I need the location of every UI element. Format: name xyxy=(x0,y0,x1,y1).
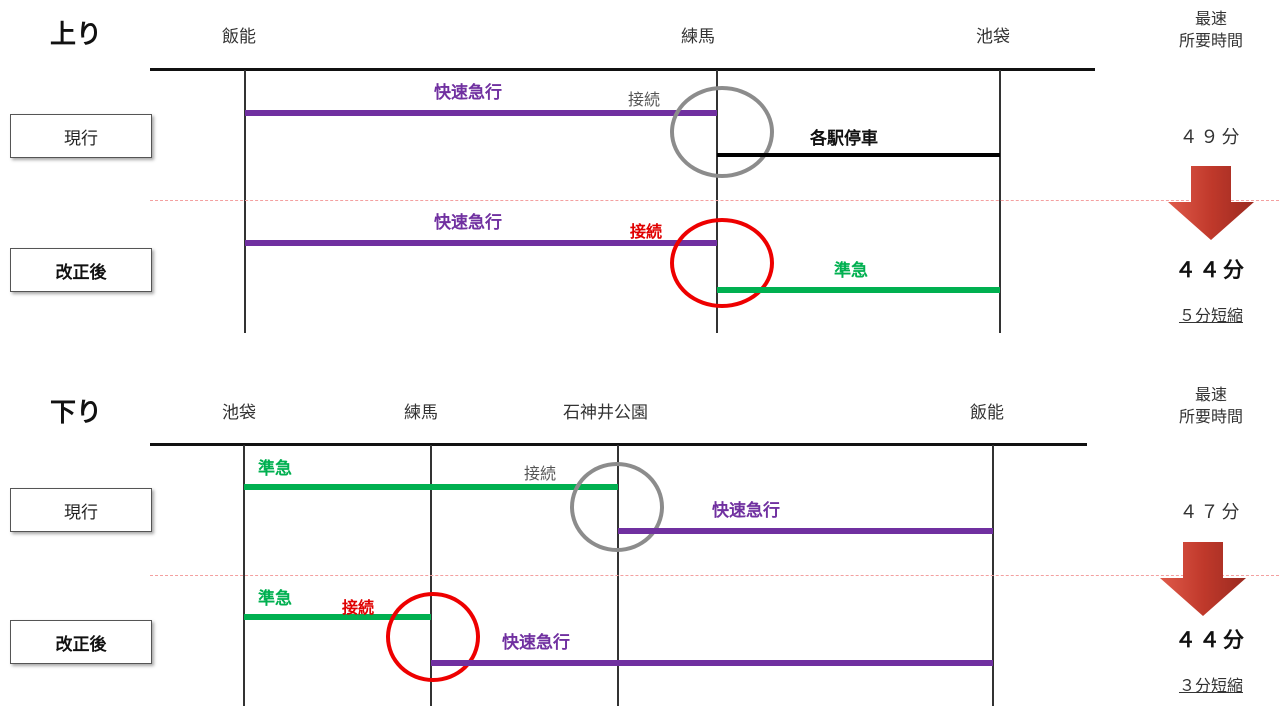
down-revised-second-service-label: 快速急行 xyxy=(502,633,570,653)
up-current-connection-label: 接続 xyxy=(628,90,661,109)
up-header-fastest: 最速 所要時間 xyxy=(1156,8,1266,52)
down-track-line xyxy=(150,443,1087,446)
up-revised-first-service-label: 快速急行 xyxy=(434,213,502,233)
up-revised-second-service-label: 準急 xyxy=(834,261,868,281)
down-revised-connection-label: 接続 xyxy=(342,598,375,617)
up-track-line xyxy=(150,68,1095,71)
up-revised-connection-ring xyxy=(670,218,774,308)
down-revised-semi-express-line xyxy=(244,614,431,620)
up-revised-semi-express-line xyxy=(717,287,1000,293)
down-down-arrow-icon xyxy=(1160,542,1246,616)
down-current-time: ４７分 xyxy=(1179,502,1243,523)
down-station-hanno: 飯能 xyxy=(970,403,1004,423)
up-station-ikebukuro: 池袋 xyxy=(976,27,1010,47)
up-revised-rapid-express-line xyxy=(245,240,717,246)
down-station-shakujii: 石神井公園 xyxy=(563,403,648,423)
up-current-connection-ring xyxy=(670,86,774,178)
down-revised-label: 改正後 xyxy=(10,620,152,664)
up-current-rapid-express-line xyxy=(245,110,717,116)
up-vline-nerima xyxy=(716,70,718,333)
up-revised-label: 改正後 xyxy=(10,248,152,292)
down-current-label: 現行 xyxy=(10,488,152,532)
up-revised-time: ４４分 xyxy=(1175,258,1247,282)
up-vline-ikebukuro xyxy=(999,70,1001,333)
down-current-second-service-label: 快速急行 xyxy=(712,501,780,521)
down-revised-saving: ３分短縮 xyxy=(1178,676,1243,695)
down-current-first-service-label: 準急 xyxy=(258,459,292,479)
down-station-nerima: 練馬 xyxy=(404,403,438,423)
up-header-line2: 所要時間 xyxy=(1178,31,1243,50)
down-header-line1: 最速 xyxy=(1194,385,1227,404)
down-revised-connection-ring xyxy=(386,592,480,682)
down-current-connection-label: 接続 xyxy=(524,464,557,483)
up-current-first-service-label: 快速急行 xyxy=(434,83,502,103)
down-divider xyxy=(150,575,1279,576)
up-header-line1: 最速 xyxy=(1194,9,1227,28)
up-current-second-service-label: 各駅停車 xyxy=(810,129,878,149)
up-station-hanno: 飯能 xyxy=(222,27,256,47)
down-revised-time: ４４分 xyxy=(1175,628,1247,652)
down-current-rapid-express-line xyxy=(618,528,993,534)
down-current-semi-express-line xyxy=(244,484,618,490)
up-station-nerima: 練馬 xyxy=(681,27,715,47)
up-down-arrow-icon xyxy=(1168,166,1254,240)
down-header-line2: 所要時間 xyxy=(1178,407,1243,426)
down-revised-first-service-label: 準急 xyxy=(258,589,292,609)
down-current-connection-ring xyxy=(570,462,664,552)
down-station-ikebukuro: 池袋 xyxy=(222,403,256,423)
down-direction-title: 下り xyxy=(50,398,103,428)
up-divider xyxy=(150,200,1279,201)
up-current-time: ４９分 xyxy=(1179,127,1243,148)
up-current-label: 現行 xyxy=(10,114,152,158)
up-vline-hanno xyxy=(244,70,246,333)
up-current-local-line xyxy=(717,153,1000,157)
down-header-fastest: 最速 所要時間 xyxy=(1156,384,1266,428)
up-revised-connection-label: 接続 xyxy=(630,222,663,241)
down-revised-rapid-express-line xyxy=(431,660,993,666)
up-direction-title: 上り xyxy=(50,20,103,50)
up-revised-saving: ５分短縮 xyxy=(1178,306,1243,325)
